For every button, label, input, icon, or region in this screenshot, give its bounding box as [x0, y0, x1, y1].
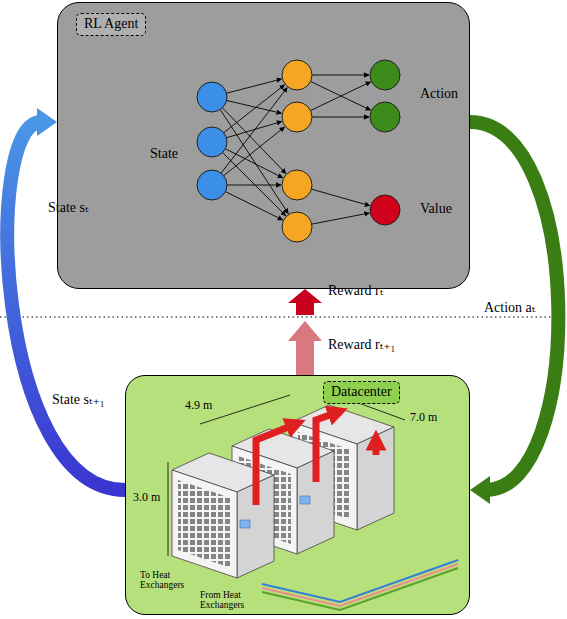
reward-arrow — [288, 289, 322, 375]
layer-label: State — [150, 146, 178, 163]
dimension-label: 7.0 m — [410, 410, 437, 424]
node-title: Datacenter — [323, 381, 400, 404]
reward-next-label: Reward rₜ₊₁ — [328, 337, 395, 354]
action-arrow — [470, 122, 558, 504]
network-neurons — [197, 60, 400, 242]
state-next-label: State sₜ₊₁ — [52, 392, 105, 409]
pipe-label: To Heat Exchangers — [140, 570, 208, 591]
agent-box: RL Agent — [57, 2, 470, 289]
network-weights — [220, 75, 370, 224]
node-title: RL Agent — [76, 13, 146, 36]
edge-label: State sₜ — [48, 200, 88, 217]
edge-label: Action aₜ — [484, 300, 535, 317]
edge-label: Reward rₜ — [328, 283, 383, 300]
dotted-divider — [0, 317, 567, 318]
pipe-label: From Heat Exchangers — [200, 590, 280, 611]
layer-label: Action — [420, 86, 458, 103]
dimension-label: 4.9 m — [185, 398, 212, 412]
dimension-label: 3.0 m — [133, 490, 160, 504]
layer-label: Value — [420, 201, 452, 218]
